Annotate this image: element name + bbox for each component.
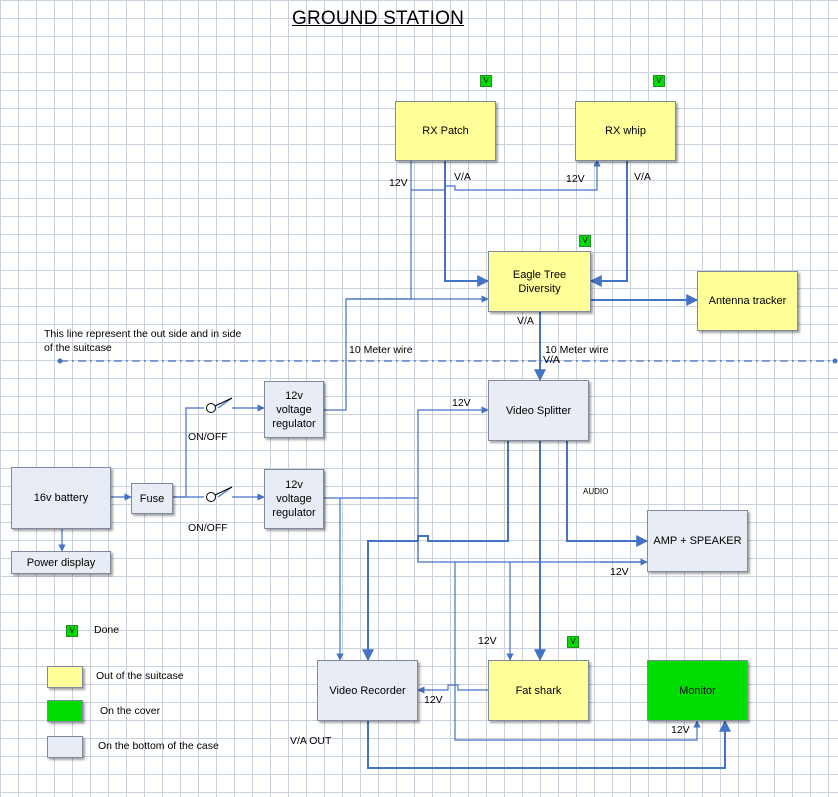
label-12v-rx-patch: 12V bbox=[389, 177, 408, 189]
done-badge-fat-shark: V bbox=[567, 636, 579, 648]
label-12v-amp: 12V bbox=[610, 566, 629, 578]
label-on-off-bottom: ON/OFF bbox=[188, 522, 228, 534]
wire-rxpatch-va bbox=[444, 161, 490, 287]
label-10m-wire-right: 10 Meter wire bbox=[545, 344, 609, 356]
label-12v-recorder: 12V bbox=[424, 694, 443, 706]
label-12v-rx-whip: 12V bbox=[566, 173, 585, 185]
eagle-tree-diversity-box: Eagle Tree Diversity bbox=[488, 251, 591, 312]
wire-reg-to-rx bbox=[324, 189, 445, 411]
label-12v-fat-shark: 12V bbox=[478, 635, 497, 647]
done-badge-rx-patch: V bbox=[480, 75, 492, 87]
legend-done-label: Done bbox=[94, 624, 120, 636]
diagram-title: GROUND STATION bbox=[292, 8, 465, 29]
label-va-out: V/A OUT bbox=[290, 735, 332, 747]
legend-cover-label: On the cover bbox=[100, 705, 161, 717]
wire-recorder-to-monitor bbox=[367, 719, 731, 769]
voltage-regulator-top-box: 12v voltage regulator bbox=[264, 381, 324, 438]
switch-contact-bottom bbox=[206, 492, 216, 502]
legend-bottom-label: On the bottom of the case bbox=[98, 740, 219, 752]
voltage-regulator-bottom-box: 12v voltage regulator bbox=[264, 469, 324, 529]
rx-whip-box: RX whip bbox=[575, 101, 676, 161]
fat-shark-box: Fat shark bbox=[488, 660, 589, 721]
label-10m-wire-left: 10 Meter wire bbox=[349, 344, 413, 356]
legend-done-badge: V bbox=[66, 625, 78, 637]
done-badge-eagle-tree: V bbox=[579, 235, 591, 247]
legend-outside-label: Out of the suitcase bbox=[96, 670, 184, 682]
switch-contact-top bbox=[206, 403, 216, 413]
done-badge-rx-whip: V bbox=[653, 75, 665, 87]
label-12v-splitter: 12V bbox=[452, 397, 471, 409]
wire-rxwhip-va bbox=[589, 161, 628, 287]
suitcase-boundary-note: This line represent the out side and in … bbox=[44, 328, 242, 354]
label-va-eagle-tree: V/A bbox=[517, 315, 534, 327]
rx-patch-box: RX Patch bbox=[395, 101, 496, 161]
label-audio: AUDIO bbox=[583, 487, 609, 496]
power-display-box: Power display bbox=[11, 551, 111, 574]
antenna-tracker-box: Antenna tracker bbox=[697, 271, 798, 331]
monitor-box: Monitor bbox=[647, 660, 748, 721]
label-va-rx-whip: V/A bbox=[634, 171, 651, 183]
fuse-box: Fuse bbox=[131, 483, 173, 514]
legend-swatch-bottom bbox=[47, 736, 83, 758]
amp-speaker-box: AMP + SPEAKER bbox=[647, 510, 748, 572]
label-12v-monitor: 12V bbox=[671, 724, 690, 736]
label-on-off-top: ON/OFF bbox=[188, 431, 228, 443]
wire-splitter-to-recorder bbox=[362, 441, 509, 662]
wire-fatshark-to-recorder bbox=[417, 684, 488, 694]
battery-box: 16v battery bbox=[11, 467, 111, 529]
label-va-rx-patch: V/A bbox=[454, 171, 471, 183]
label-va-splitter: V/A bbox=[543, 354, 560, 366]
wire-12v-splitter bbox=[324, 406, 489, 499]
legend-swatch-outside bbox=[47, 666, 83, 688]
wire-splitter-to-amp bbox=[566, 441, 649, 547]
video-splitter-box: Video Splitter bbox=[488, 380, 589, 441]
legend-swatch-cover bbox=[47, 700, 83, 722]
video-recorder-box: Video Recorder bbox=[317, 660, 418, 721]
